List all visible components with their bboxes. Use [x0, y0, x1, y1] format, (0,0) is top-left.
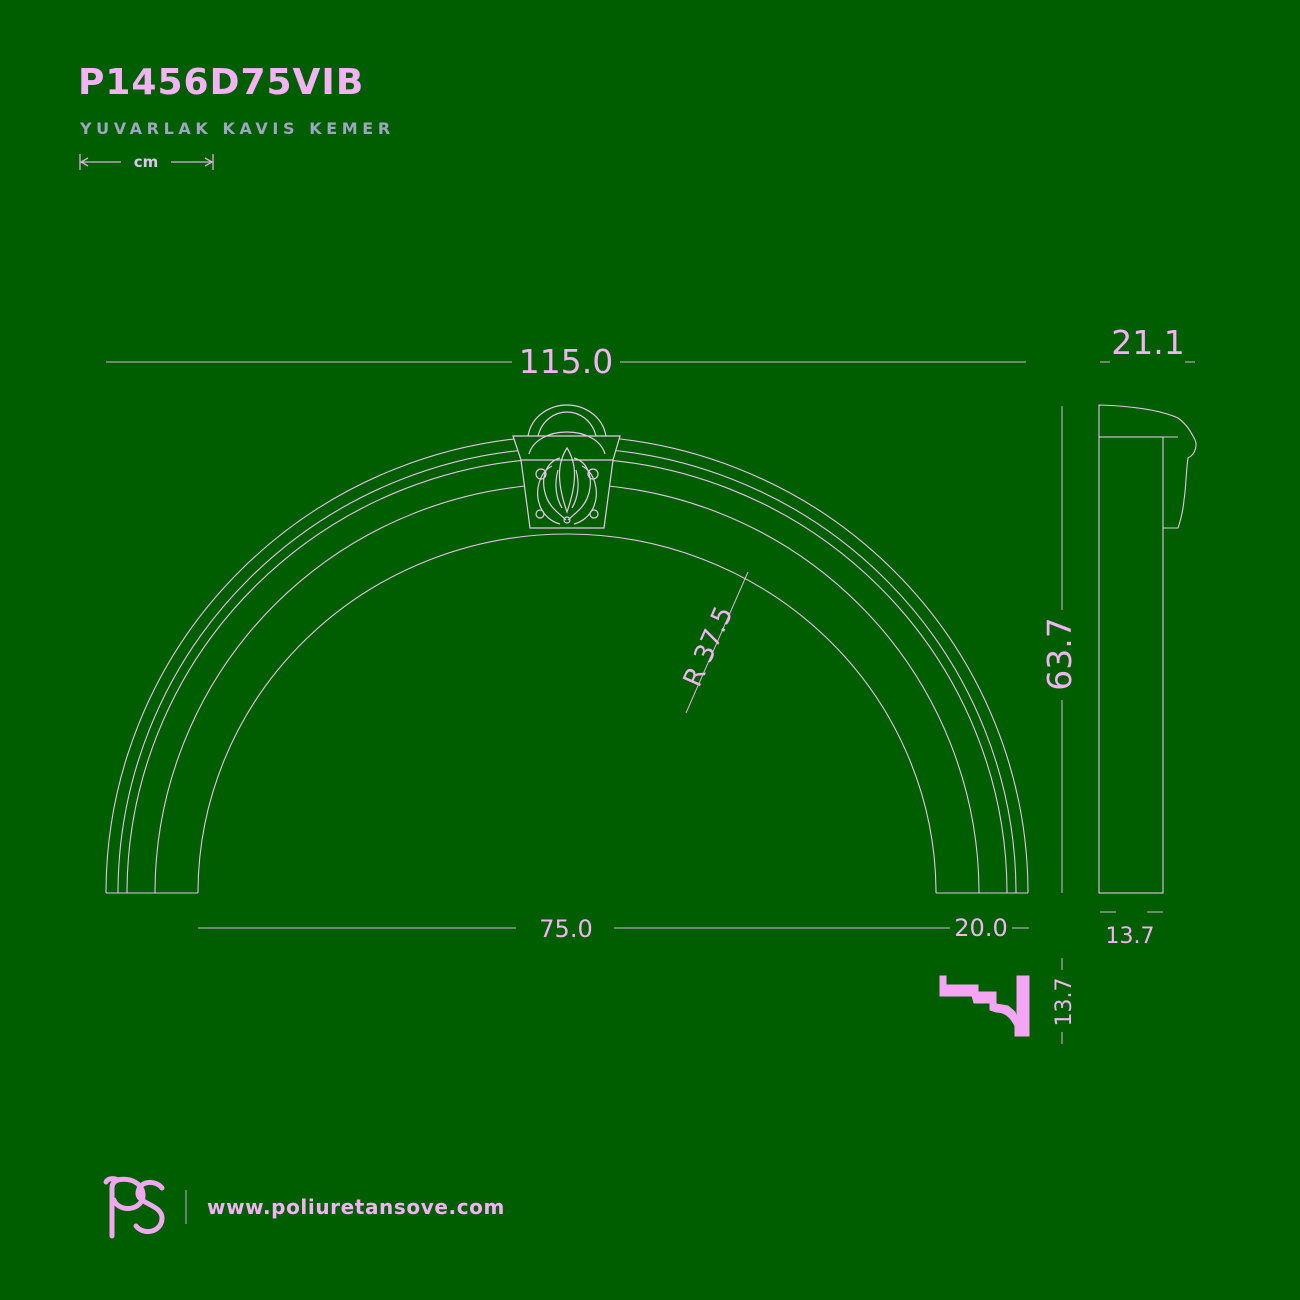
height-label: 63.7: [1040, 617, 1079, 690]
side-view: [1098, 404, 1197, 894]
keystone-ornament: [512, 404, 621, 529]
band-width-label: 20.0: [954, 914, 1007, 942]
brand-logo: [103, 1176, 165, 1239]
depth-top-label: 21.1: [1111, 323, 1184, 362]
overall-width-label: 115.0: [519, 342, 613, 381]
side-depth-label: 13.7: [1106, 924, 1155, 949]
website-link[interactable]: www.poliuretansove.com: [207, 1195, 505, 1219]
radius-label: R 37.5: [678, 602, 740, 691]
unit-label: cm: [134, 153, 159, 171]
unit-indicator: [79, 154, 214, 170]
inner-opening-label: 75.0: [539, 915, 592, 943]
product-code: P1456D75VIB: [78, 62, 365, 103]
profile-section: [939, 975, 1030, 1037]
radius-leader: [685, 571, 749, 714]
product-name: YUVARLAK KAVIS KEMER: [80, 119, 395, 138]
profile-height-label: 13.7: [1052, 978, 1077, 1027]
